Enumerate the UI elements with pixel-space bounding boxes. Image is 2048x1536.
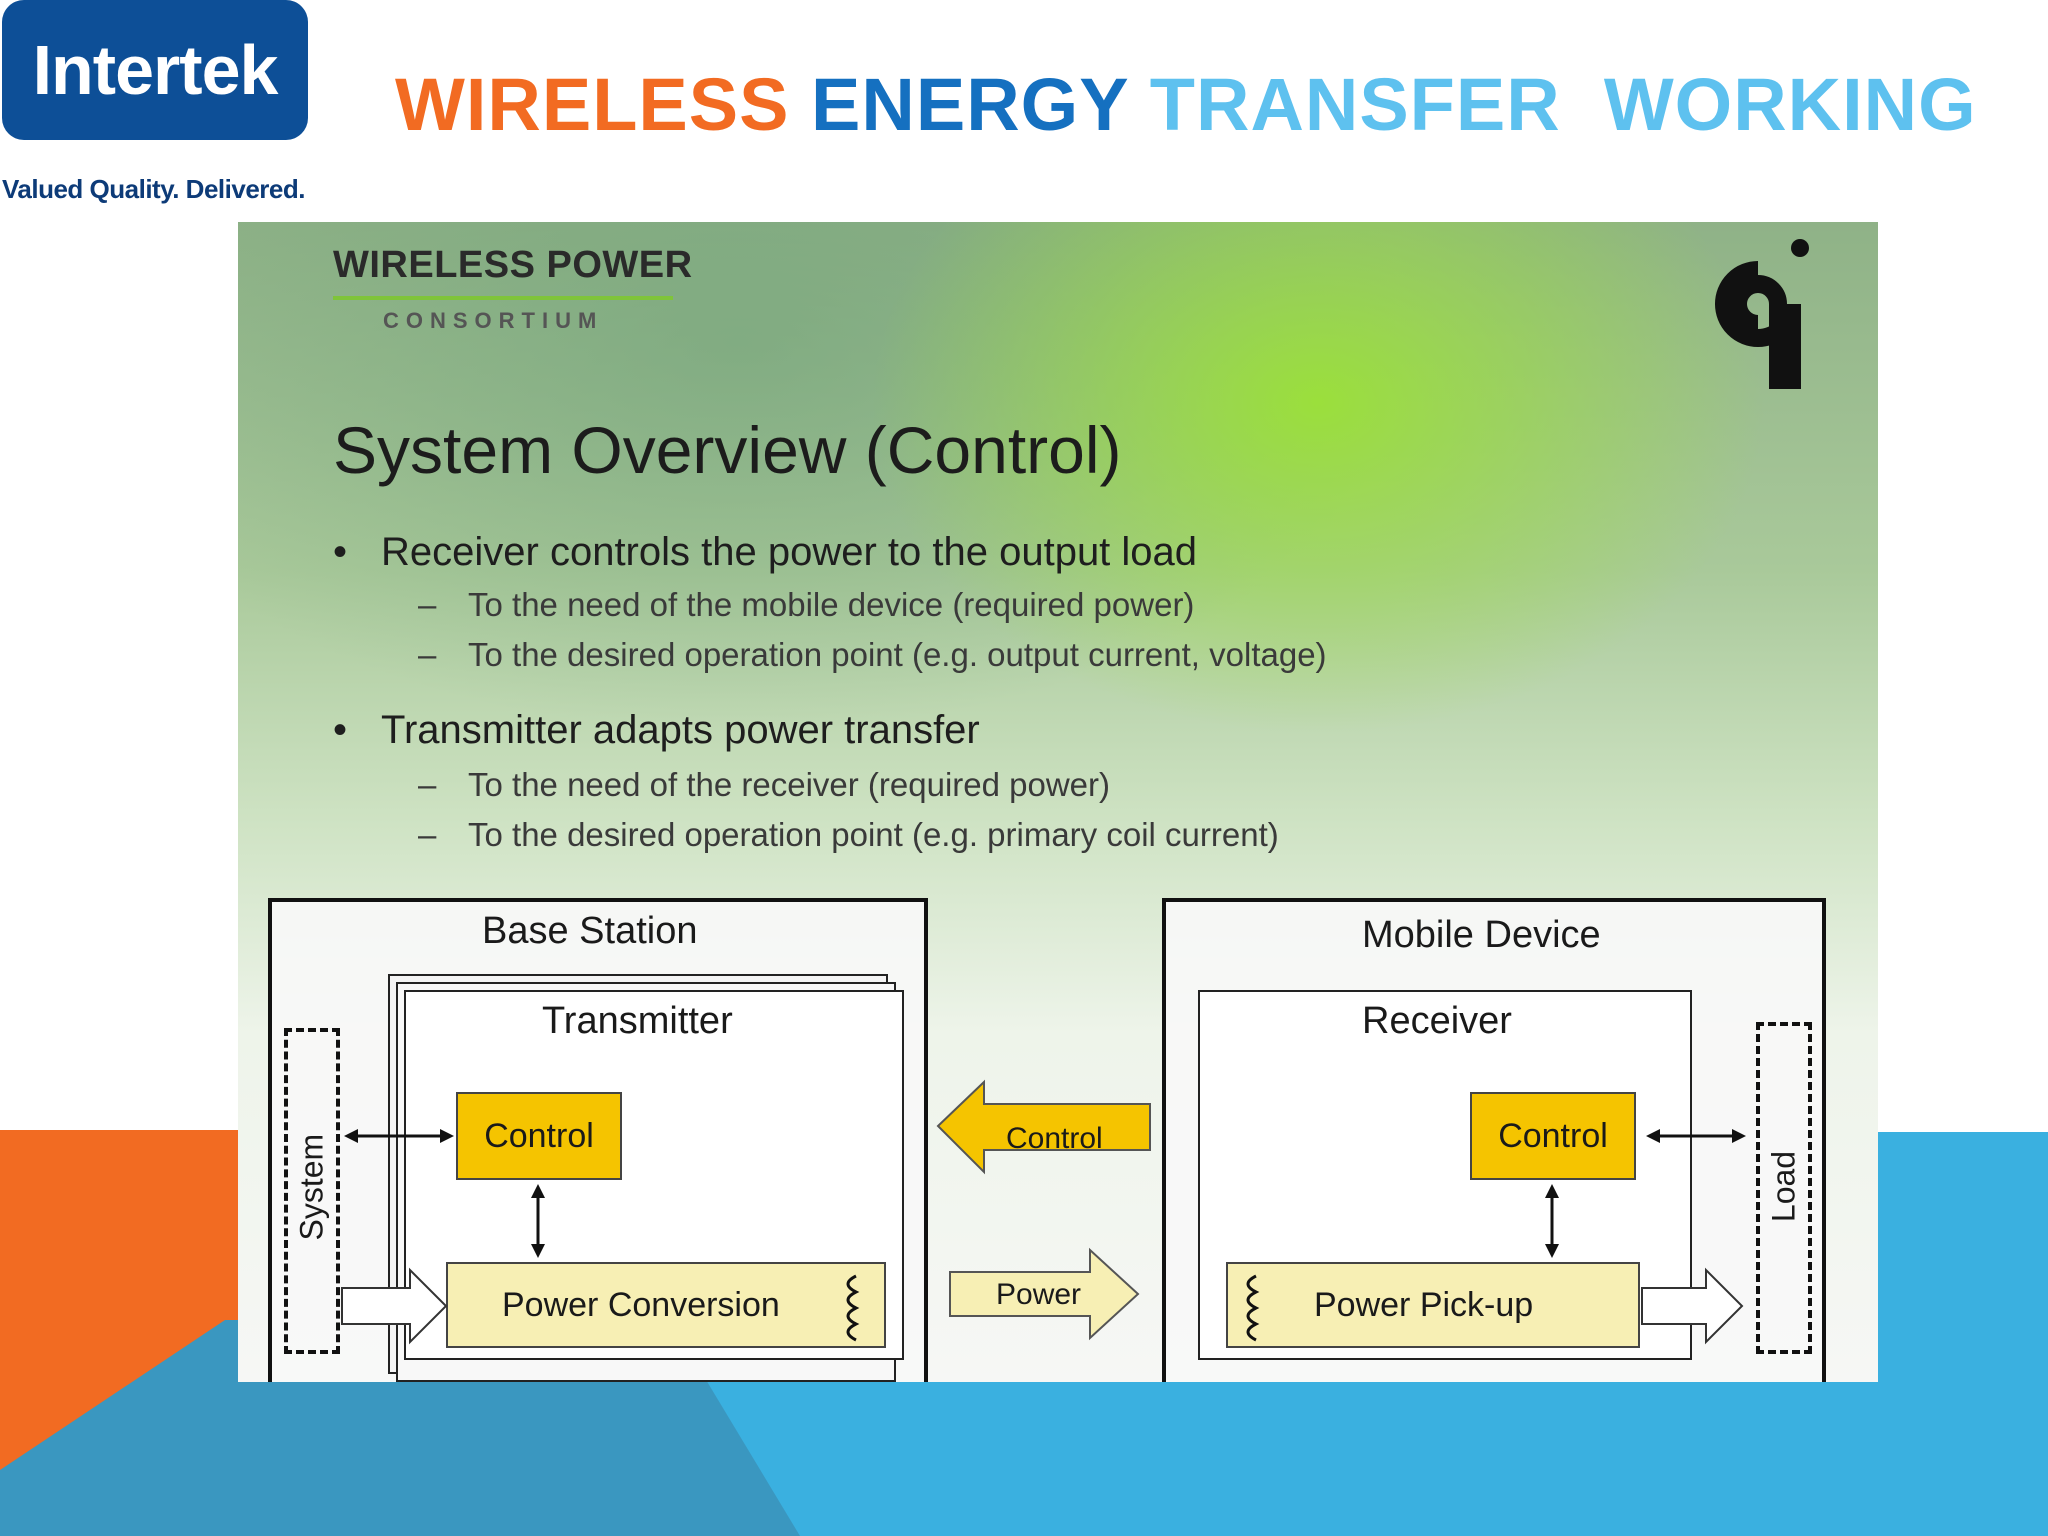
mobile-device-panel: Mobile Device Receiver Control Power Pic…	[1162, 898, 1826, 1382]
logo-text: Intertek	[32, 31, 279, 109]
consortium-title: WIRELESS POWER	[333, 244, 693, 286]
tagline: Valued Quality. Delivered.	[2, 174, 305, 204]
power-conversion-label: Power Conversion	[502, 1285, 780, 1324]
power-arrow-label: Power	[996, 1278, 1082, 1311]
power-arrow	[949, 1247, 1140, 1341]
intertek-logo[interactable]: Intertek	[2, 0, 308, 140]
power-conversion-block: Power Conversion	[446, 1262, 886, 1348]
page-title: WIRELESS ENERGY TRANSFER WORKING	[395, 62, 1977, 147]
tx-control-block: Control	[456, 1092, 622, 1180]
control-arrow-label: Control	[1006, 1122, 1103, 1155]
bullet-1: •Receiver controls the power to the outp…	[333, 530, 1198, 574]
transmitter-label: Transmitter	[542, 1000, 733, 1042]
mobile-device-label: Mobile Device	[1362, 914, 1601, 956]
overview-heading: System Overview (Control)	[333, 413, 1122, 487]
consortium-underline	[333, 296, 673, 300]
qi-logo-icon	[1715, 239, 1809, 389]
title-word-3: TRANSFER	[1149, 63, 1561, 146]
power-pickup-label: Power Pick-up	[1314, 1285, 1534, 1324]
title-word-2: ENERGY	[811, 63, 1129, 146]
system-dashed-box	[284, 1028, 340, 1354]
title-word-4: WORKING	[1603, 63, 1977, 146]
title-word-1: WIRELESS	[395, 63, 790, 146]
load-dashed-box	[1756, 1022, 1812, 1354]
embedded-slide: WIRELESS POWER CONSORTIUM System Overvie…	[238, 222, 1878, 1382]
bullet-2: •Transmitter adapts power transfer	[333, 708, 980, 752]
sub-bullet-1-2: –To the desired operation point (e.g. ou…	[418, 636, 1327, 673]
sub-bullet-1-1: –To the need of the mobile device (requi…	[418, 586, 1195, 623]
control-arrow	[936, 1079, 1151, 1175]
mobile-device-connectors	[1246, 1129, 1746, 1345]
transfer-arrows	[936, 1079, 1151, 1341]
base-station-panel: Base Station Transmitter System Control …	[268, 898, 928, 1382]
sub-bullet-2-2: –To the desired operation point (e.g. pr…	[418, 816, 1279, 853]
sub-bullet-2-1: –To the need of the receiver (required p…	[418, 766, 1111, 803]
consortium-subtitle: CONSORTIUM	[383, 308, 604, 333]
base-station-label: Base Station	[482, 910, 698, 952]
receiver-label: Receiver	[1362, 1000, 1512, 1042]
base-station-connectors	[341, 1129, 860, 1345]
rx-control-block: Control	[1470, 1092, 1636, 1180]
power-pickup-block: Power Pick-up	[1226, 1262, 1640, 1348]
